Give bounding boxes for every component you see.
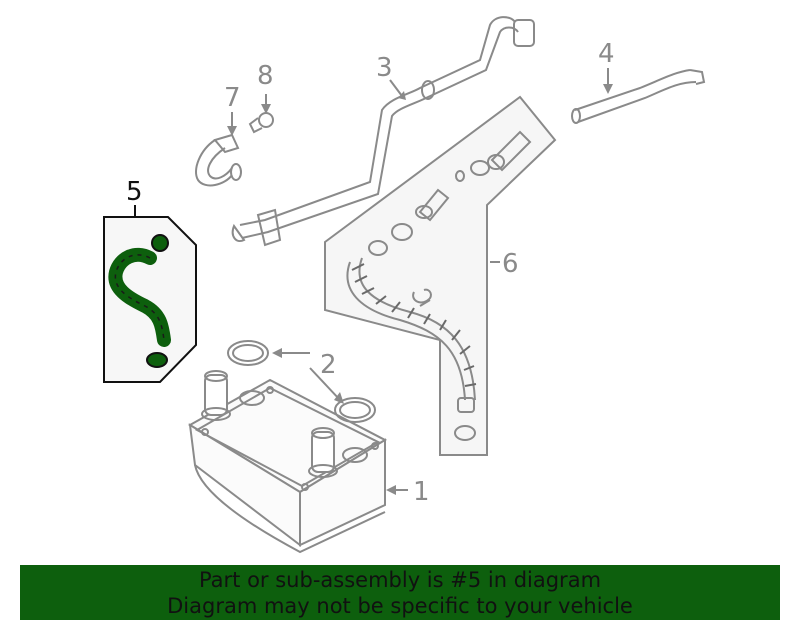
part-1-oil-cooler xyxy=(188,370,388,554)
part-3-tube-end xyxy=(231,223,246,242)
part-6-fitting-h xyxy=(487,154,505,170)
part-6-hose-assembly xyxy=(324,95,557,456)
part-8-bolt xyxy=(248,112,274,134)
part-1-bottom-lip xyxy=(194,464,386,554)
part-5-inset xyxy=(103,216,197,383)
part-6-fitting-f xyxy=(470,160,490,176)
info-banner: Part or sub-assembly is #5 in diagram Di… xyxy=(20,565,780,620)
part-3-end-cap xyxy=(513,19,535,47)
part-6-clip xyxy=(412,288,432,304)
part-1-side xyxy=(299,438,386,547)
callout-3: 3 xyxy=(376,53,393,83)
part-6-fitting-b xyxy=(391,223,413,241)
callout-2: 2 xyxy=(320,350,337,380)
part-5-clamp-bottom xyxy=(146,352,168,368)
part-7-hose xyxy=(195,133,242,187)
part-3-tube xyxy=(231,16,535,247)
part-6-clamp-bottom xyxy=(454,425,476,441)
part-2-seals xyxy=(227,340,376,423)
part-3-bracket xyxy=(256,208,282,247)
part-6-fitting-a xyxy=(368,240,388,256)
parts-diagram: 1 2 3 4 5 6 7 8 xyxy=(103,16,706,554)
callout-1: 1 xyxy=(413,477,430,507)
part-3-fitting xyxy=(421,80,435,100)
part-2-seal-a xyxy=(227,340,269,366)
callout-6: 6 xyxy=(502,249,519,279)
part-2-seal-b xyxy=(334,397,376,423)
callout-4: 4 xyxy=(598,39,615,69)
banner-line-1: Part or sub-assembly is #5 in diagram xyxy=(198,568,602,592)
part-6-fitting-d xyxy=(415,205,433,219)
part-6-fitting-g xyxy=(490,130,532,172)
leader-arrowheads xyxy=(227,84,613,495)
part-6-panel xyxy=(324,95,557,456)
callout-8: 8 xyxy=(257,61,274,91)
callout-5: 5 xyxy=(126,177,143,207)
banner-line-2: Diagram may not be specific to your vehi… xyxy=(167,594,633,618)
part-6-fitting-e xyxy=(455,170,465,182)
part-6-hose-inner xyxy=(358,257,476,401)
part-6-hose-stripe xyxy=(351,263,477,387)
part-4-tube xyxy=(571,69,706,124)
callout-7: 7 xyxy=(224,83,241,113)
part-6-hose-end xyxy=(457,397,475,413)
part-6-hose-outer xyxy=(346,261,466,401)
part-1-port-2 xyxy=(311,431,335,473)
part-5-seal-top xyxy=(151,234,169,252)
part-1-port-1 xyxy=(204,374,228,416)
